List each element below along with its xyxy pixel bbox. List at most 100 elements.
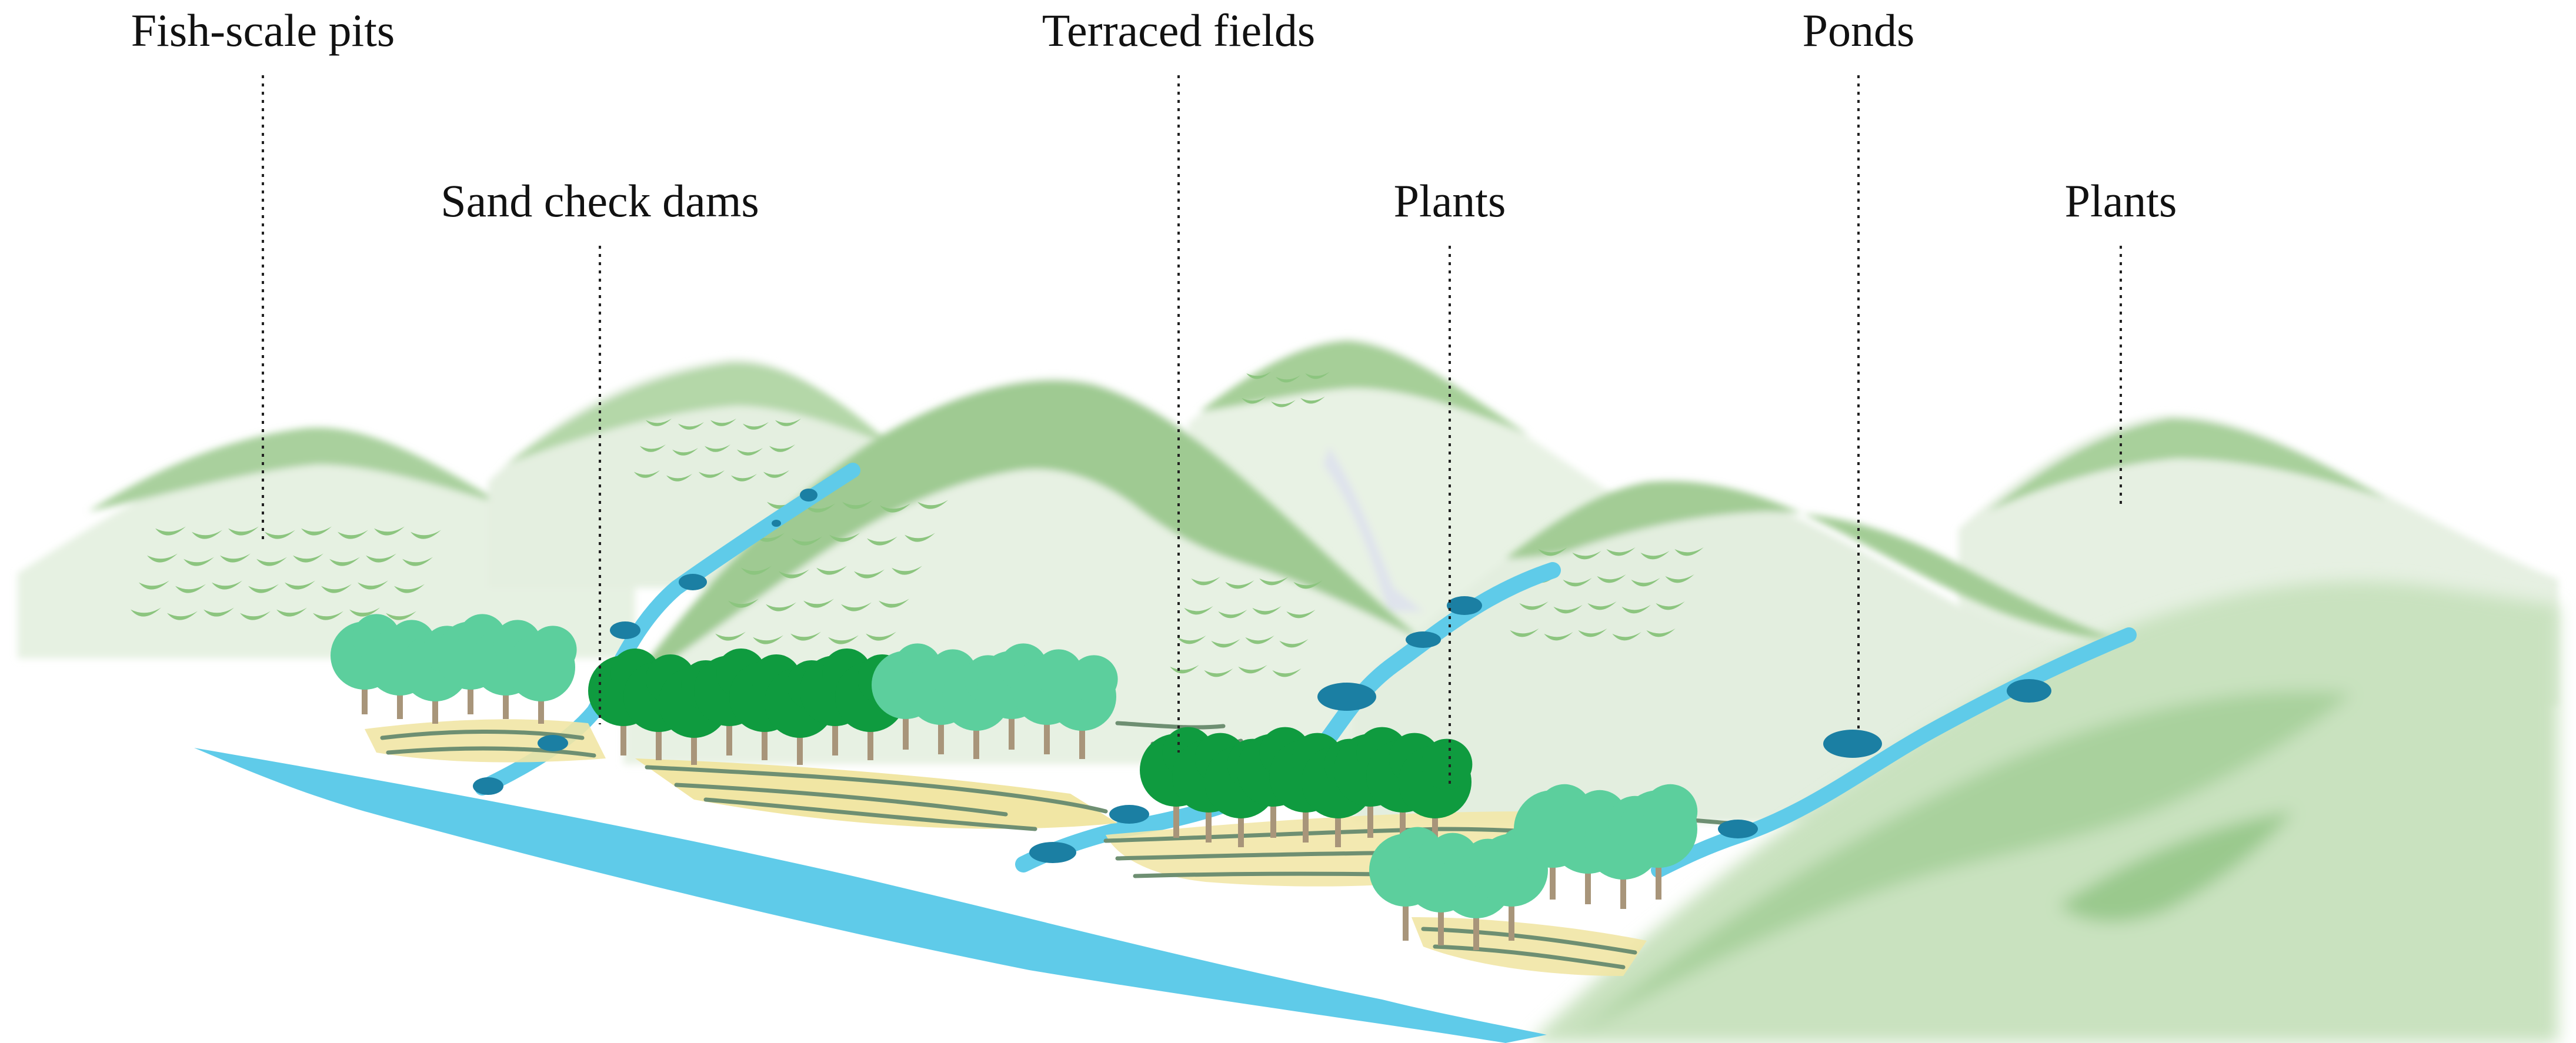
pond: [2007, 679, 2051, 703]
fish-scale-pit: [313, 611, 343, 620]
pond: [1718, 820, 1758, 838]
fish-scale-pit: [203, 607, 234, 617]
fish-scale-pit: [754, 533, 785, 542]
pond: [1406, 631, 1441, 648]
leader-lines: [262, 75, 2122, 788]
fish-scale-pit: [1204, 668, 1233, 677]
fish-scale-pit: [905, 533, 935, 542]
fish-scale-pit: [1510, 628, 1539, 637]
fish-scale-pit: [1271, 400, 1296, 407]
pond: [679, 574, 707, 590]
fish-scale-pit: [1276, 375, 1300, 383]
fish-scale-pit: [1272, 668, 1302, 677]
label-plants-right: Plants: [2065, 175, 2177, 226]
tree-trunk: [973, 712, 979, 759]
tree-trunk: [432, 683, 438, 724]
main-river: [194, 748, 1547, 1043]
fish-scale-pit: [1211, 638, 1240, 648]
fish-scale-pit: [1544, 631, 1573, 641]
fish-scale-pit: [1238, 664, 1267, 674]
foreground-right-slope: [1529, 581, 2558, 1043]
fish-scale-pit: [131, 607, 161, 617]
tree-trunk: [1473, 897, 1479, 950]
fish-scale-pit: [175, 584, 206, 593]
fish-scale-pit: [1300, 396, 1325, 404]
fish-scale-pit: [879, 599, 909, 608]
fish-scale-pit: [139, 580, 169, 590]
fish-scale-pit: [183, 557, 214, 566]
fish-scale-pit: [1606, 547, 1636, 556]
fish-scale-pit: [358, 580, 388, 590]
fish-scale-pit: [1184, 606, 1213, 615]
fish-scale-pit: [1252, 606, 1282, 615]
fish-scale-pit: [147, 553, 178, 563]
tree-trunk: [362, 673, 368, 714]
fish-scale-pit: [248, 584, 279, 593]
ponds-group: [473, 489, 2051, 863]
fish-scale-pit: [803, 599, 834, 608]
fish-scale-pit: [769, 444, 796, 452]
fish-scale-pit: [1305, 372, 1330, 379]
fish-scale-pit: [763, 470, 790, 478]
fish-scale-pit: [1519, 601, 1549, 610]
fish-scale-pit: [366, 553, 396, 563]
fish-scale-pit: [742, 422, 769, 430]
tree-trunk: [903, 703, 909, 750]
fish-scale-pit: [728, 599, 759, 608]
fish-scale-pit: [1587, 601, 1617, 610]
fish-scale-pit: [1612, 631, 1641, 641]
tree-trunk: [1367, 788, 1373, 838]
fish-scale-pit: [917, 500, 948, 509]
fish-scale-pit: [1621, 604, 1651, 614]
fish-scale-pit: [256, 557, 287, 566]
fish-scale-pit: [866, 631, 896, 641]
fish-scale-pit: [704, 444, 731, 452]
tree-trunk: [832, 708, 838, 755]
fish-scale-pit: [192, 530, 222, 539]
fish-scale-pit: [329, 557, 360, 566]
fish-scale-pit: [766, 602, 796, 611]
fish-scale-pit: [1245, 635, 1274, 644]
pond: [1029, 842, 1076, 863]
fish-scale-pit: [792, 536, 822, 546]
fish-scale-pit: [867, 536, 897, 546]
tree-trunk: [1270, 788, 1276, 838]
fish-scale-pit: [753, 635, 783, 644]
fish-scale-pit: [228, 526, 259, 536]
tree-canopy: [1643, 784, 1698, 839]
label-plants-center: Plants: [1394, 175, 1506, 226]
fish-scale-pit: [386, 611, 416, 620]
fish-scale-pit: [220, 553, 251, 563]
fish-scale-pit: [854, 569, 885, 579]
fish-scale-pit: [293, 553, 323, 563]
fish-scale-pit: [1259, 576, 1289, 586]
fish-scale-pit: [321, 584, 352, 593]
fish-scale-pit: [841, 602, 872, 611]
pond: [1109, 805, 1149, 824]
tree-trunk: [656, 713, 662, 760]
tree-trunk: [797, 718, 803, 765]
fish-scale-pit: [1665, 574, 1694, 583]
fish-scale-pit: [633, 470, 660, 478]
tree-trunk: [1403, 888, 1409, 941]
tree-trunk: [503, 678, 509, 719]
fish-scale-pit: [666, 473, 693, 482]
fish-scale-pit: [285, 580, 315, 590]
tree-trunk: [1009, 703, 1015, 750]
pond: [538, 735, 568, 751]
fish-scale-pit: [805, 503, 835, 513]
fish-scale-pit: [1170, 664, 1199, 674]
fish-scale-pit: [167, 611, 198, 620]
tree-trunk: [1656, 847, 1661, 900]
tree-trunk: [1400, 793, 1406, 843]
fish-scale-pit: [1286, 609, 1316, 619]
fish-scale-pit: [829, 533, 860, 542]
fish-scale-pit: [1242, 396, 1266, 404]
fish-scale-pit: [1563, 577, 1592, 587]
fish-scale-pit: [710, 418, 737, 426]
fish-scale-pit: [1538, 547, 1567, 556]
labels: Fish-scale pits Sand check dams Terraced…: [131, 5, 2177, 226]
label-ponds: Ponds: [1803, 5, 1915, 56]
fish-scale-pit: [155, 526, 186, 536]
fish-scale-pit: [349, 607, 380, 617]
